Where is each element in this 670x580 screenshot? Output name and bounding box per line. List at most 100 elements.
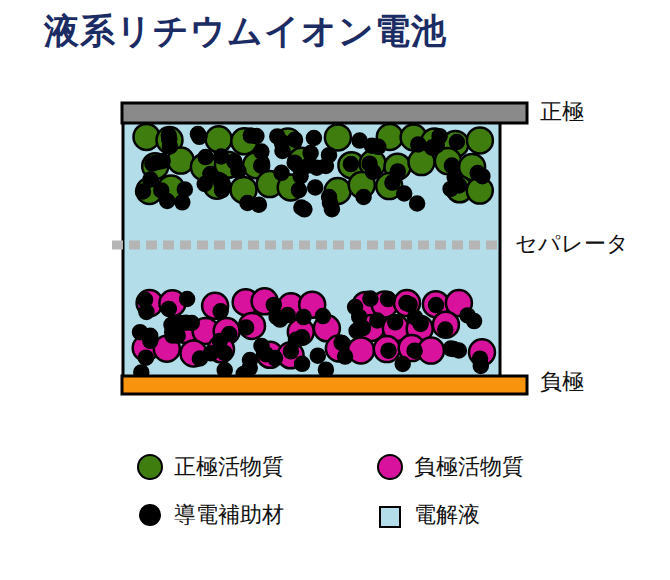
conductive-additive (288, 133, 302, 147)
conductive-additive (243, 361, 257, 375)
legend-text: 電解液 (414, 500, 480, 530)
conductive-additive (198, 177, 212, 191)
conductive-additive (316, 309, 330, 323)
negative-particle (202, 293, 228, 319)
part-label: 負極 (540, 367, 584, 397)
negative-particle (181, 340, 207, 366)
conductive-additive (193, 352, 207, 366)
conductive-additive (304, 146, 318, 160)
conductive-additive (348, 300, 362, 314)
conductive-additive (284, 344, 298, 358)
conductive-additive (180, 292, 194, 306)
conductive-additive (338, 350, 352, 364)
conductive-additive (297, 202, 311, 216)
conductive-additive (239, 320, 253, 334)
conductive-additive (370, 314, 384, 328)
conductive-additive (214, 150, 228, 164)
conductive-additive (403, 297, 417, 311)
part-label: セパレータ (515, 229, 629, 259)
legend-text: 導電補助材 (174, 500, 284, 530)
conductive-additive (143, 334, 157, 348)
conductive-additive (292, 183, 306, 197)
conductive-additive (145, 157, 159, 171)
conductive-additive (254, 145, 268, 159)
conductive-additive (143, 173, 157, 187)
conductive-additive (356, 321, 370, 335)
conductive-additive (297, 310, 311, 324)
conductive-additive (294, 169, 308, 183)
conductive-additive (162, 302, 176, 316)
positive-particle (325, 124, 351, 150)
conductive-additive (388, 315, 402, 329)
conductive-additive (270, 310, 284, 324)
legend-swatch (379, 506, 401, 528)
legend-swatch (377, 454, 403, 480)
conductive-additive (411, 137, 425, 151)
conductive-additive (344, 157, 358, 171)
conductive-additive (175, 195, 189, 209)
conductive-additive (307, 131, 321, 145)
conductive-additive (429, 298, 443, 312)
negative-particle (433, 312, 459, 338)
conductive-additive (382, 344, 396, 358)
conductive-additive (325, 202, 339, 216)
conductive-additive (179, 316, 193, 330)
legend-swatch (137, 454, 163, 480)
conductive-additive (268, 351, 282, 365)
positive-particle (467, 127, 493, 153)
negative-particle (239, 313, 265, 339)
conductive-additive (139, 351, 153, 365)
negative-collector (122, 376, 527, 394)
conductive-additive (410, 197, 424, 211)
conductive-additive (450, 135, 464, 149)
legend-text: 正極活物質 (174, 452, 284, 482)
title: 液系リチウムイオン電池 (44, 8, 447, 55)
conductive-additive (414, 317, 428, 331)
legend-swatch (139, 504, 161, 526)
conductive-additive (288, 156, 302, 170)
conductive-additive (310, 161, 324, 175)
conductive-additive (381, 292, 395, 306)
conductive-additive (255, 339, 269, 353)
conductive-additive (163, 139, 177, 153)
conductive-additive (408, 344, 422, 358)
conductive-additive (249, 129, 263, 143)
conductive-additive (222, 327, 236, 341)
conductive-additive (471, 166, 485, 180)
legend-text: 負極活物質 (414, 452, 524, 482)
conductive-additive (154, 183, 168, 197)
positive-particle (401, 125, 427, 151)
conductive-additive (357, 190, 371, 204)
conductive-additive (276, 144, 290, 158)
conductive-additive (254, 159, 268, 173)
negative-particle (374, 336, 400, 362)
conductive-additive (371, 140, 385, 154)
conductive-additive (241, 196, 255, 210)
conductive-additive (270, 129, 284, 143)
conductive-additive (227, 154, 241, 168)
positive-collector (122, 103, 527, 123)
conductive-additive (474, 359, 488, 373)
conductive-additive (444, 342, 458, 356)
positive-particle (134, 124, 160, 150)
conductive-additive (396, 357, 410, 371)
conductive-additive (178, 182, 192, 196)
conductive-additive (138, 293, 152, 307)
conductive-additive (467, 314, 481, 328)
conductive-additive (275, 166, 289, 180)
conductive-additive (438, 323, 452, 337)
conductive-additive (322, 148, 336, 162)
conductive-additive (214, 304, 228, 318)
conductive-additive (391, 164, 405, 178)
conductive-additive (311, 349, 325, 363)
positive-particle (206, 126, 232, 152)
conductive-additive (363, 157, 377, 171)
conductive-additive (199, 150, 213, 164)
particles (133, 124, 495, 381)
conductive-additive (214, 175, 228, 189)
conductive-additive (308, 180, 322, 194)
part-label: 正極 (540, 97, 584, 127)
conductive-additive (166, 329, 180, 343)
conductive-additive (335, 336, 349, 350)
